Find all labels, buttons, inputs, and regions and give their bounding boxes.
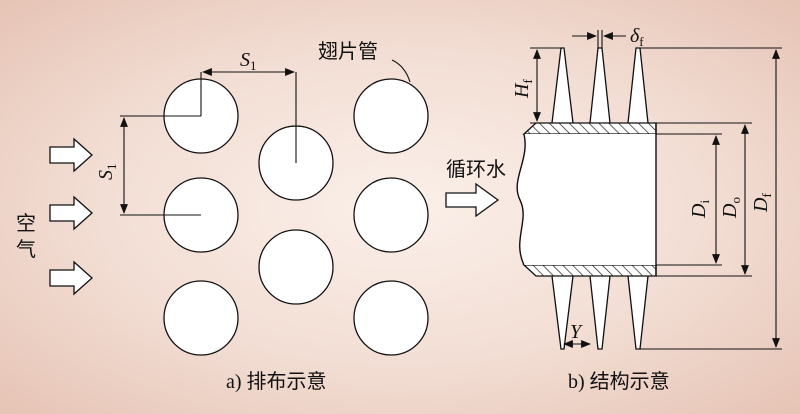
fins-top — [551, 47, 649, 124]
inner-diameter-label: Di — [688, 200, 712, 219]
air-arrow-1 — [49, 137, 93, 173]
fin-height-label: Hf — [511, 79, 535, 99]
water-label: 循环水 — [446, 157, 506, 181]
panel-b-caption: b) 结构示意 — [568, 370, 670, 393]
fin-diameter-dimension: Df — [640, 47, 782, 350]
fin-tube-label: 翅片管 — [318, 39, 378, 63]
panel-a-caption: a) 排布示意 — [226, 370, 327, 393]
tube-wall-bottom — [522, 264, 657, 277]
tube-c3-r1 — [353, 78, 429, 154]
panel-a-arrangement: S1 S1 翅片管 空 气 a) 排布示意 — [16, 39, 429, 393]
fin-thickness-dimension: δf — [572, 25, 644, 49]
pitch-horizontal-label: S1 — [240, 49, 257, 73]
pitch-vertical-label: S1 — [95, 164, 119, 181]
fin-tube-leader — [391, 59, 411, 83]
tube-c1-r3 — [163, 280, 239, 356]
air-arrow-3 — [49, 260, 93, 296]
outer-diameter-label: Do — [719, 197, 743, 219]
outer-diameter-dimension: Do — [656, 122, 752, 277]
pitch-vertical-dimension: S1 — [95, 115, 201, 216]
fin-root-label: Y — [570, 321, 583, 343]
air-arrow-2 — [49, 195, 93, 231]
panel-b-structure: 循环水 δf Hf Di Do — [445, 25, 782, 393]
tube-wall-top — [522, 122, 657, 135]
water-arrow — [445, 182, 500, 218]
fin-thickness-label: δf — [630, 25, 644, 49]
air-flow-arrows — [49, 137, 93, 296]
tube-bore — [517, 134, 656, 265]
fin-root-dimension: Y — [563, 321, 591, 348]
air-label-1: 空 — [16, 211, 36, 235]
inner-diameter-dimension: Di — [656, 133, 722, 266]
tube-c2-r2 — [258, 229, 334, 305]
tube-c3-r3 — [353, 280, 429, 356]
fin-diameter-label: Df — [750, 193, 774, 213]
air-label-2: 气 — [16, 237, 36, 261]
fins-bottom — [551, 275, 649, 350]
break-line — [516, 133, 526, 266]
tube-c3-r2 — [353, 177, 429, 253]
fin-height-dimension: Hf — [511, 47, 561, 124]
pitch-horizontal-dimension: S1 — [200, 49, 297, 163]
